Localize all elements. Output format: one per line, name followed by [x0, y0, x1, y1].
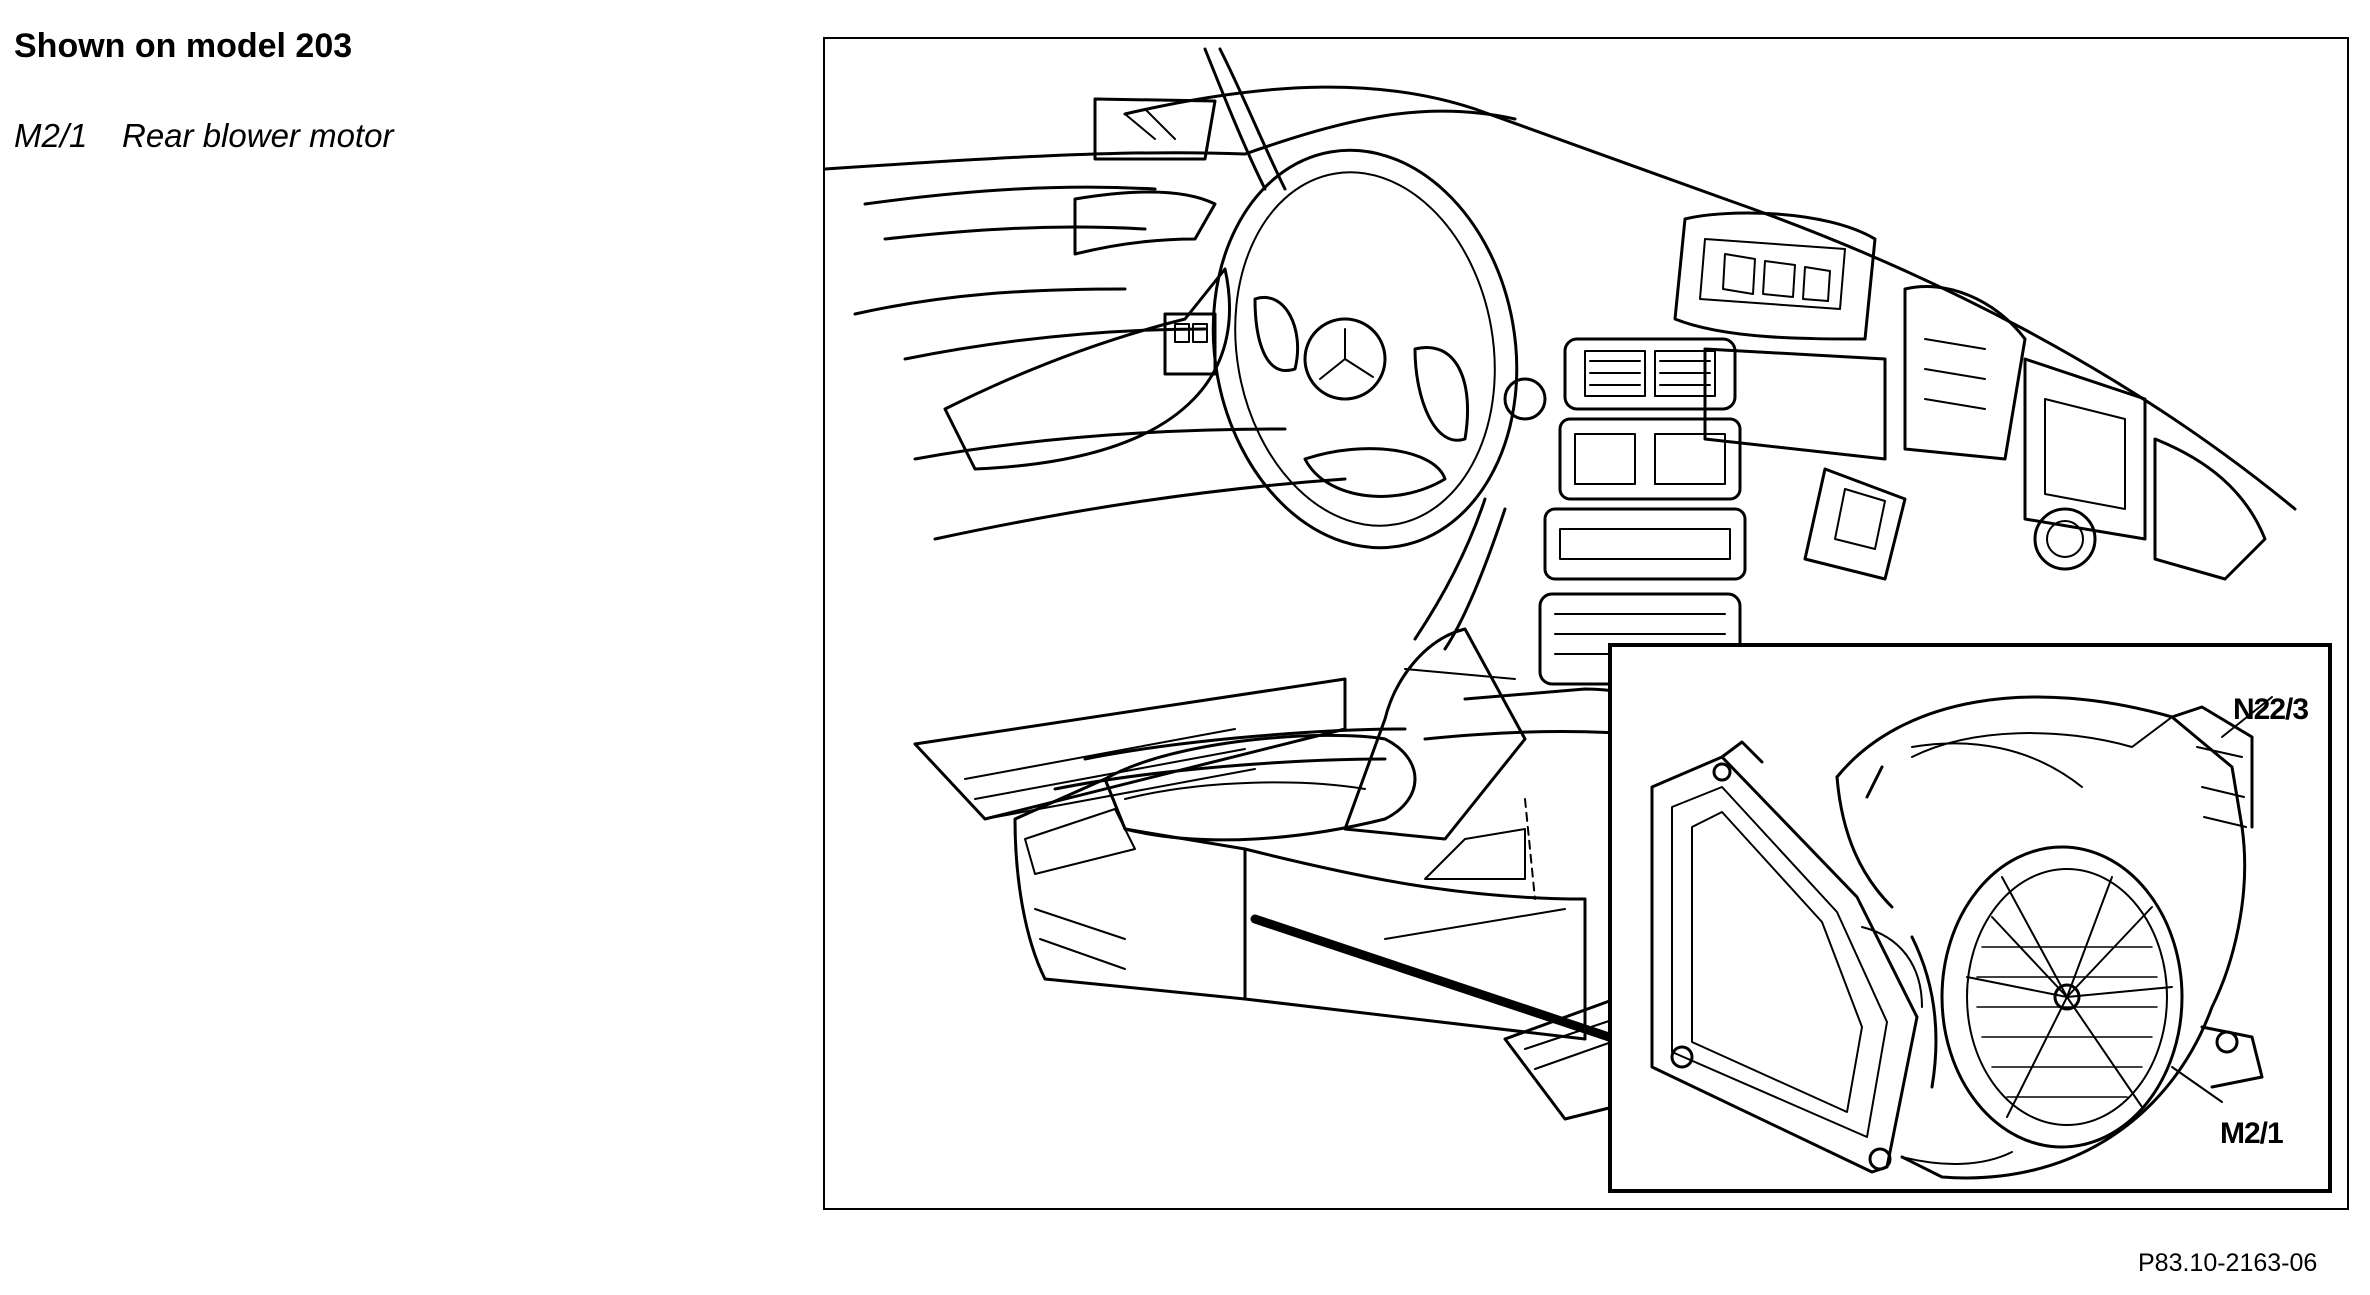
illustration-frame: N22/3 M2/1	[823, 37, 2349, 1210]
callout-m2-1: M2/1	[2220, 1117, 2284, 1150]
dashboard-line-drawing	[825, 47, 2297, 1121]
legend-code: M2/1	[14, 117, 88, 154]
callout-n22-3: N22/3	[2233, 693, 2309, 726]
page-title: Shown on model 203	[14, 27, 353, 65]
blower-motor-drawing	[1650, 695, 2273, 1180]
blower-motor-inset: N22/3 M2/1	[1608, 643, 2332, 1193]
figure-id: P83.10-2163-06	[2138, 1249, 2318, 1277]
legend-item: M2/1 Rear blower motor	[14, 114, 393, 158]
legend-description: Rear blower motor	[122, 117, 394, 154]
